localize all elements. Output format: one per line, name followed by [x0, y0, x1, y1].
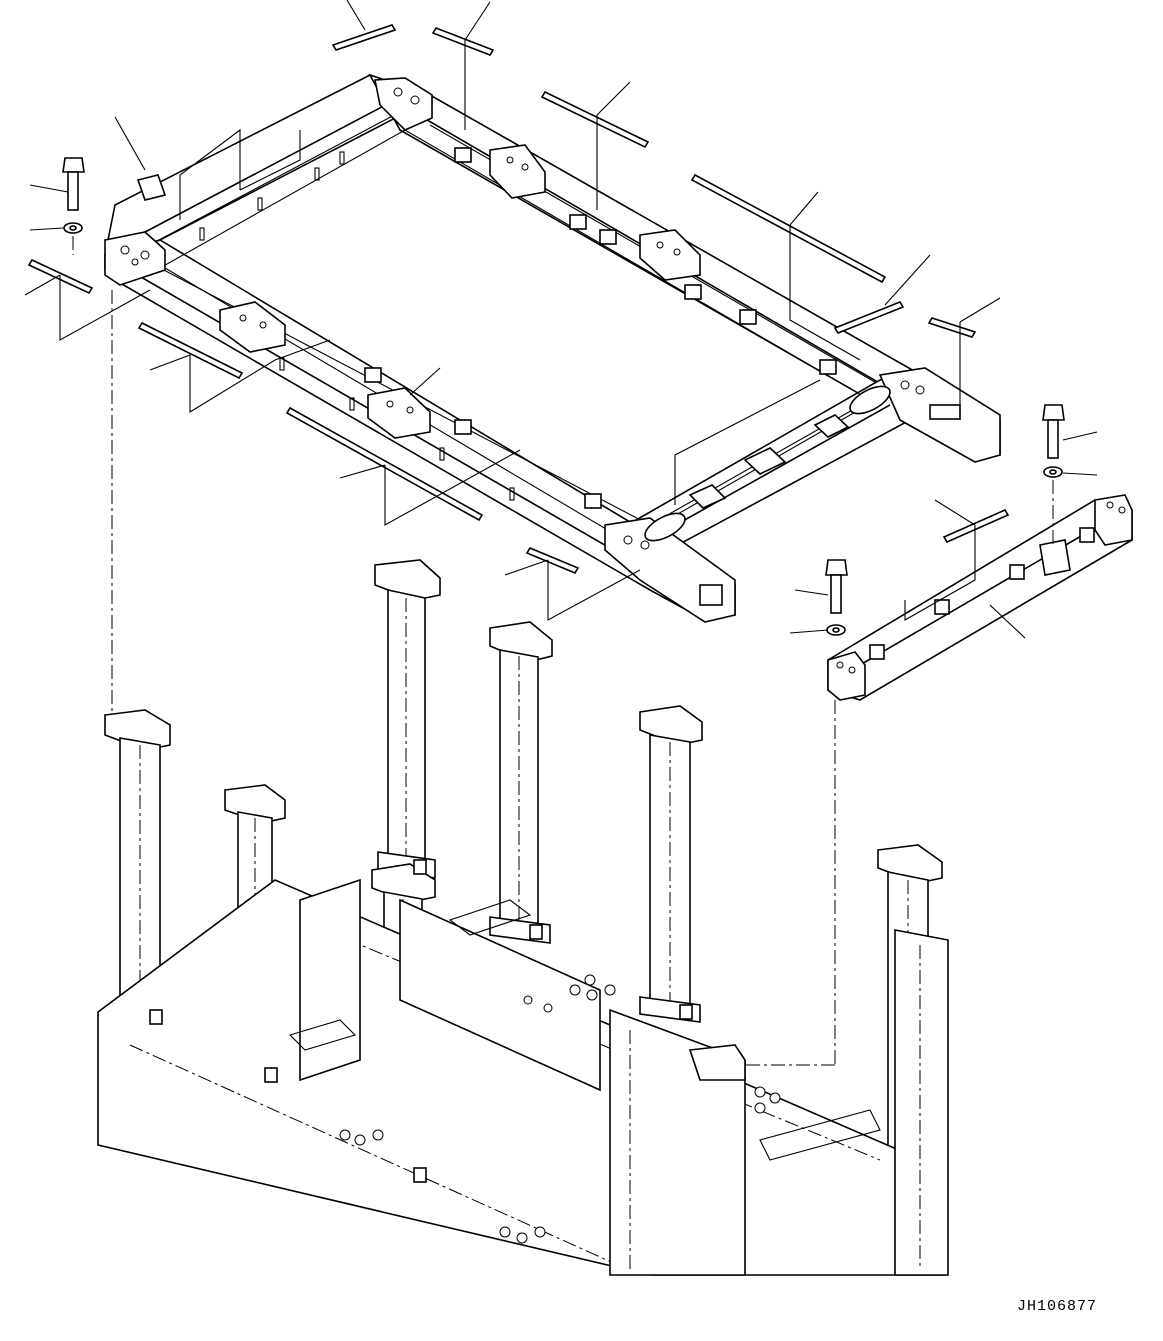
drawing-code: JH106877 — [1017, 1298, 1097, 1315]
column-3 — [374, 559, 441, 879]
bolt-right — [1042, 404, 1065, 478]
bolt-center — [825, 559, 848, 636]
right-cross-beam — [827, 494, 1133, 701]
column-5 — [639, 705, 703, 1023]
column-4 — [489, 621, 553, 944]
bolt-left — [62, 157, 85, 234]
shims — [27, 24, 1010, 575]
upper-frame — [103, 73, 1001, 623]
leader-lines — [24, 0, 1098, 639]
base-frame — [97, 859, 949, 1276]
